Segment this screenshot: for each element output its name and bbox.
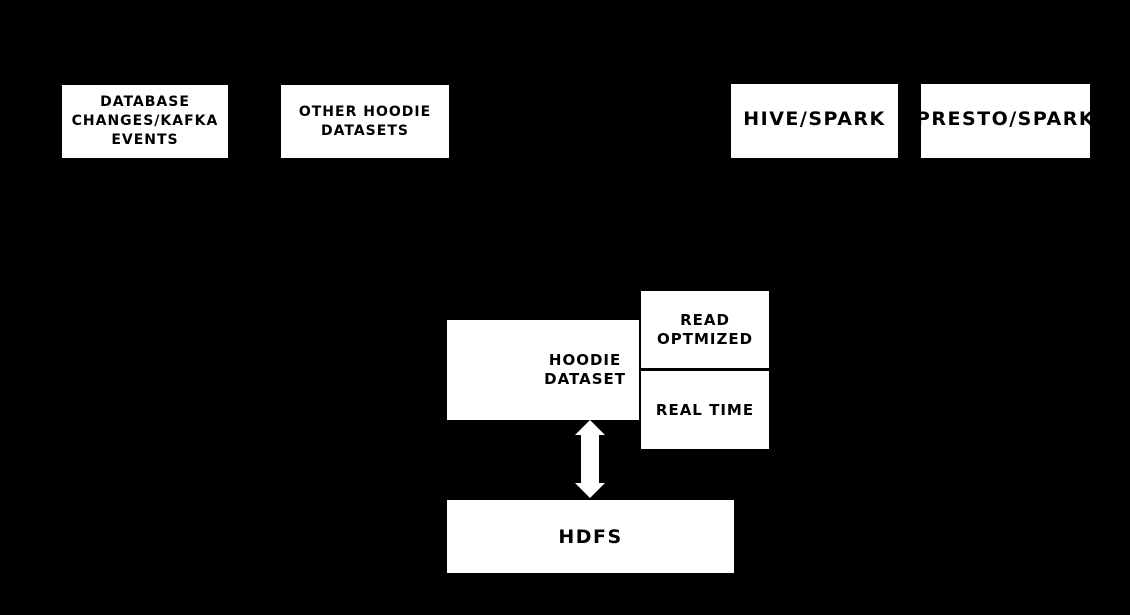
- node-label: HDFS: [558, 525, 623, 548]
- node-hdfs: HDFS: [447, 500, 734, 573]
- node-label: OTHER HOODIE DATASETS: [298, 103, 432, 139]
- node-label: HOODIE DATASET: [544, 351, 626, 388]
- node-label: READ OPTMIZED: [656, 310, 754, 348]
- node-other-hoodie-datasets: OTHER HOODIE DATASETS: [281, 85, 449, 158]
- node-database-changes-kafka-events: DATABASE CHANGES/KAFKA EVENTS: [62, 85, 228, 158]
- node-hoodie-dataset: HOODIE DATASET: [447, 320, 639, 420]
- node-read-optmized-view: READ OPTMIZED: [641, 291, 769, 368]
- node-label: HIVE/SPARK: [743, 108, 886, 130]
- node-label: DATABASE CHANGES/KAFKA EVENTS: [71, 94, 219, 148]
- node-hive-spark: HIVE/SPARK: [731, 84, 898, 158]
- node-real-time-view: REAL TIME: [641, 371, 769, 449]
- node-label: REAL TIME: [655, 400, 755, 419]
- node-label: PRESTO/SPARK: [915, 108, 1096, 130]
- node-presto-spark: PRESTO/SPARK: [916, 84, 1094, 158]
- bidirectional-vertical-arrow-icon: [575, 420, 605, 498]
